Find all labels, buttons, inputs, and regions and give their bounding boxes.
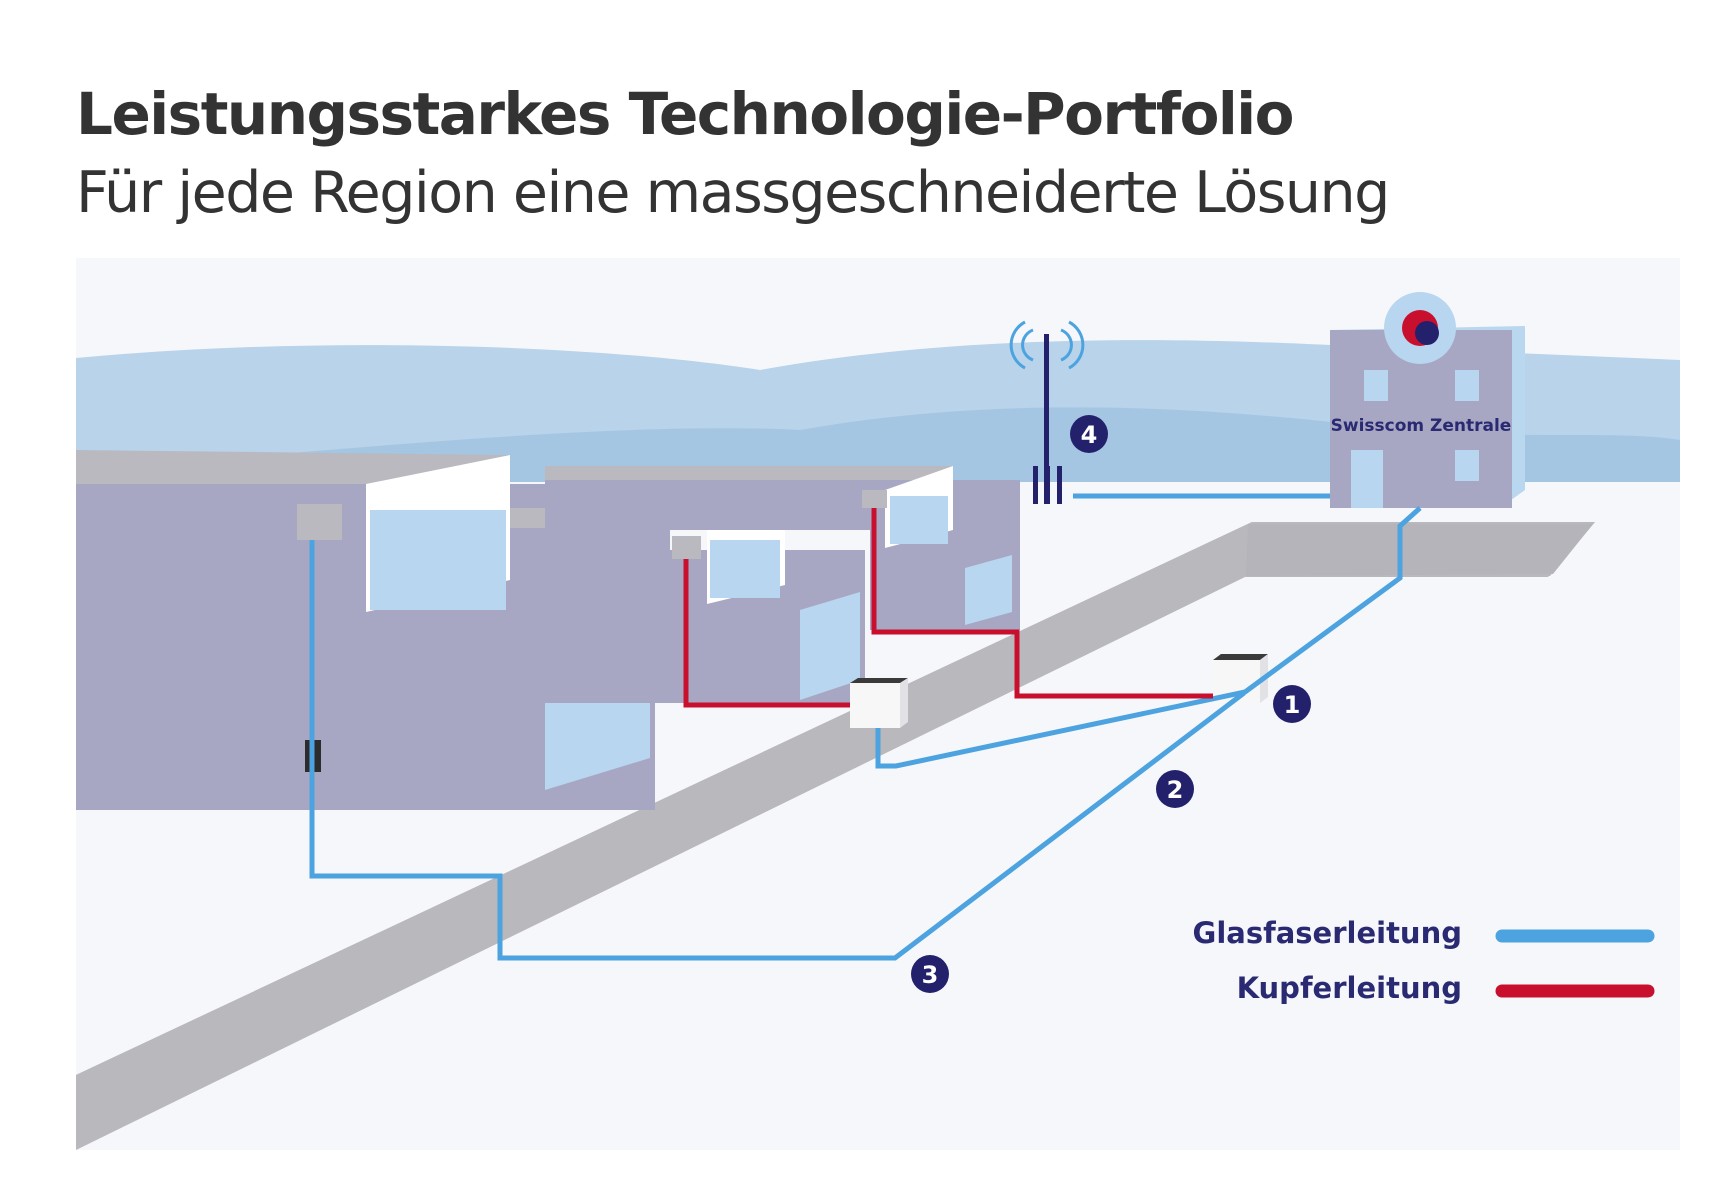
legend: Glasfaserleitung Kupferleitung [1193,916,1655,1005]
junction-box-mid [672,536,701,559]
building-right-window [890,496,948,544]
legend-label-copper: Kupferleitung [1237,971,1462,1005]
page-title: Leistungsstarkes Technologie-Portfolio [76,80,1295,148]
marker-3: 3 [911,955,949,993]
svg-text:1: 1 [1284,691,1301,719]
legend-label-fiber: Glasfaserleitung [1193,916,1462,950]
svg-text:4: 4 [1081,421,1098,449]
building-mid-window [710,540,780,598]
building-right-roof [545,466,953,480]
marker-2: 2 [1156,770,1194,808]
street-cabinet-2 [850,678,908,728]
page-subtitle: Für jede Region eine massgeschneiderte L… [76,160,1390,226]
copper-lines [683,508,1213,708]
marker-1: 1 [1273,685,1311,723]
road-top [1246,524,1593,576]
building-right [545,480,885,530]
building-mid [510,528,670,703]
building-right-annex-window [965,555,1012,625]
swisscom-headquarters: Swisscom Zentrale [1330,292,1525,508]
antenna-tower [1009,320,1085,504]
building-left-window [370,510,506,610]
building-left-roof [76,450,510,484]
svg-text:2: 2 [1167,776,1184,804]
marker-4: 4 [1070,415,1108,453]
fiber-lines [309,493,1422,961]
junction-box-left [297,504,342,540]
headquarters-label: Swisscom Zentrale [1331,416,1512,436]
building-mid-annex-window [800,592,860,700]
svg-text:3: 3 [922,961,939,989]
junction-box-right [862,490,887,508]
